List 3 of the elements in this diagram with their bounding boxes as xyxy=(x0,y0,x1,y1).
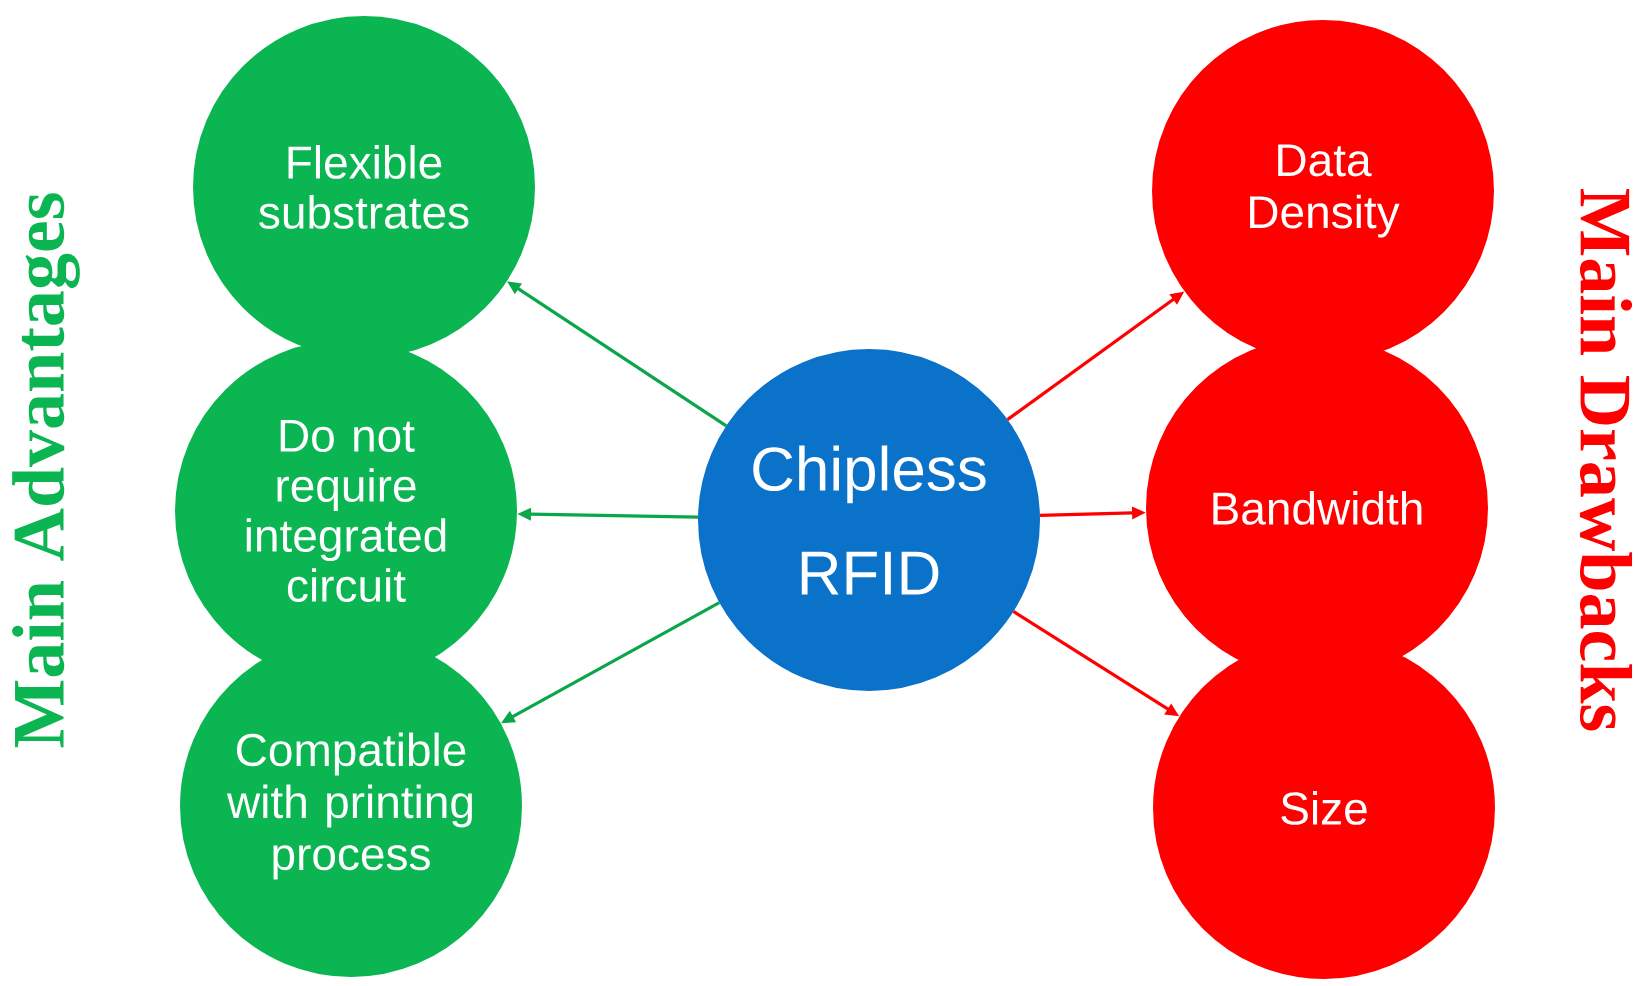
side-title: Main Drawbacks xyxy=(1579,188,1633,731)
node-label: Compatible with printing process xyxy=(226,732,472,880)
side-title: Main Advantages xyxy=(12,193,80,748)
